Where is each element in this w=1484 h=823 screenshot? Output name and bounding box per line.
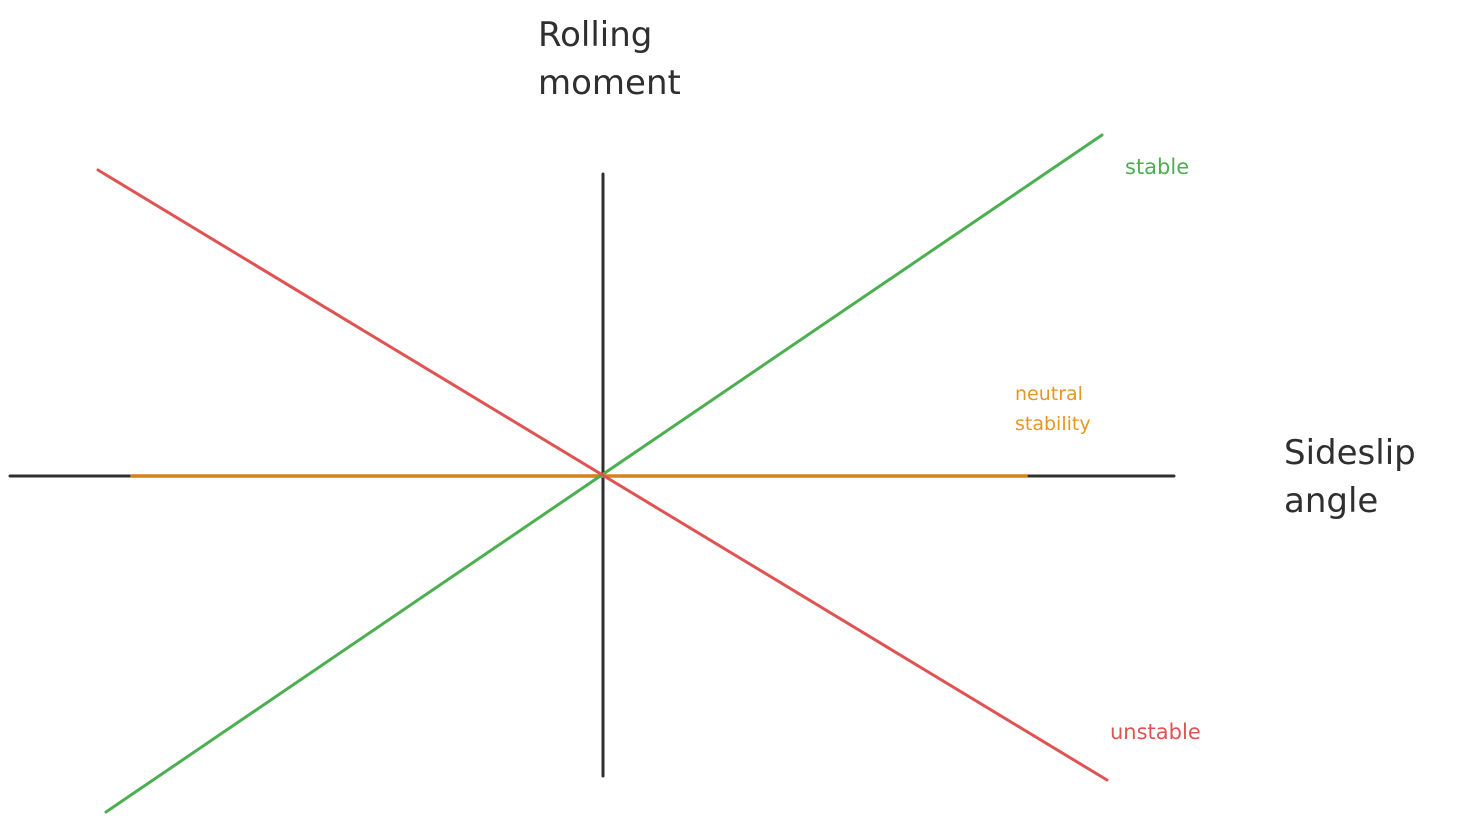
stable-line — [104, 133, 1104, 814]
horizontal-axis-label-line2: angle — [1284, 481, 1378, 521]
unstable-label: unstable — [1110, 720, 1201, 744]
vertical-axis-label-line1: Rolling — [538, 15, 652, 55]
vertical-axis-label-line2: moment — [538, 63, 681, 103]
neutral-stability-label-line1: neutral — [1015, 383, 1083, 405]
unstable-line — [96, 168, 1109, 782]
neutral-stability-label-line2: stability — [1015, 413, 1091, 435]
stable-label: stable — [1125, 155, 1189, 179]
horizontal-axis-label-line1: Sideslip — [1284, 433, 1416, 473]
